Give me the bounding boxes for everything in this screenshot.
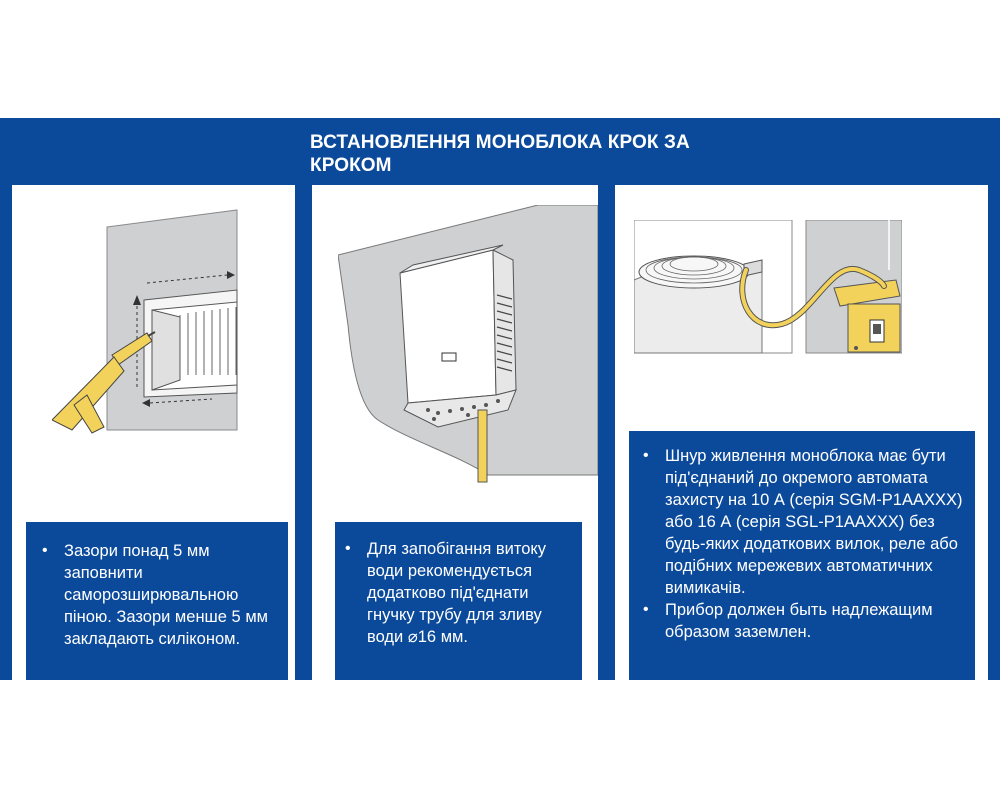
note-bullet: Прибор должен быть надлежащим образом за… (641, 599, 969, 643)
drain-hose-illustration (338, 205, 598, 483)
power-cord-breaker-illustration (634, 220, 902, 354)
step-note-power: Шнур живлення моноблока має бути під'єдн… (629, 431, 975, 680)
note-bullet: Шнур живлення моноблока має бути під'єдн… (641, 445, 969, 599)
sealing-wall-gap-illustration (52, 209, 238, 434)
note-bullet: Зазори понад 5 мм заповнити саморозширюв… (40, 540, 282, 650)
step-note-drain: Для запобігання витоку води рекомендуєть… (335, 522, 582, 680)
page-title: ВСТАНОВЛЕННЯ МОНОБЛОКА КРОК ЗА КРОКОМ (310, 132, 690, 176)
note-bullet: Для запобігання витоку води рекомендуєть… (343, 538, 574, 648)
step-note-sealing: Зазори понад 5 мм заповнити саморозширюв… (26, 522, 288, 680)
